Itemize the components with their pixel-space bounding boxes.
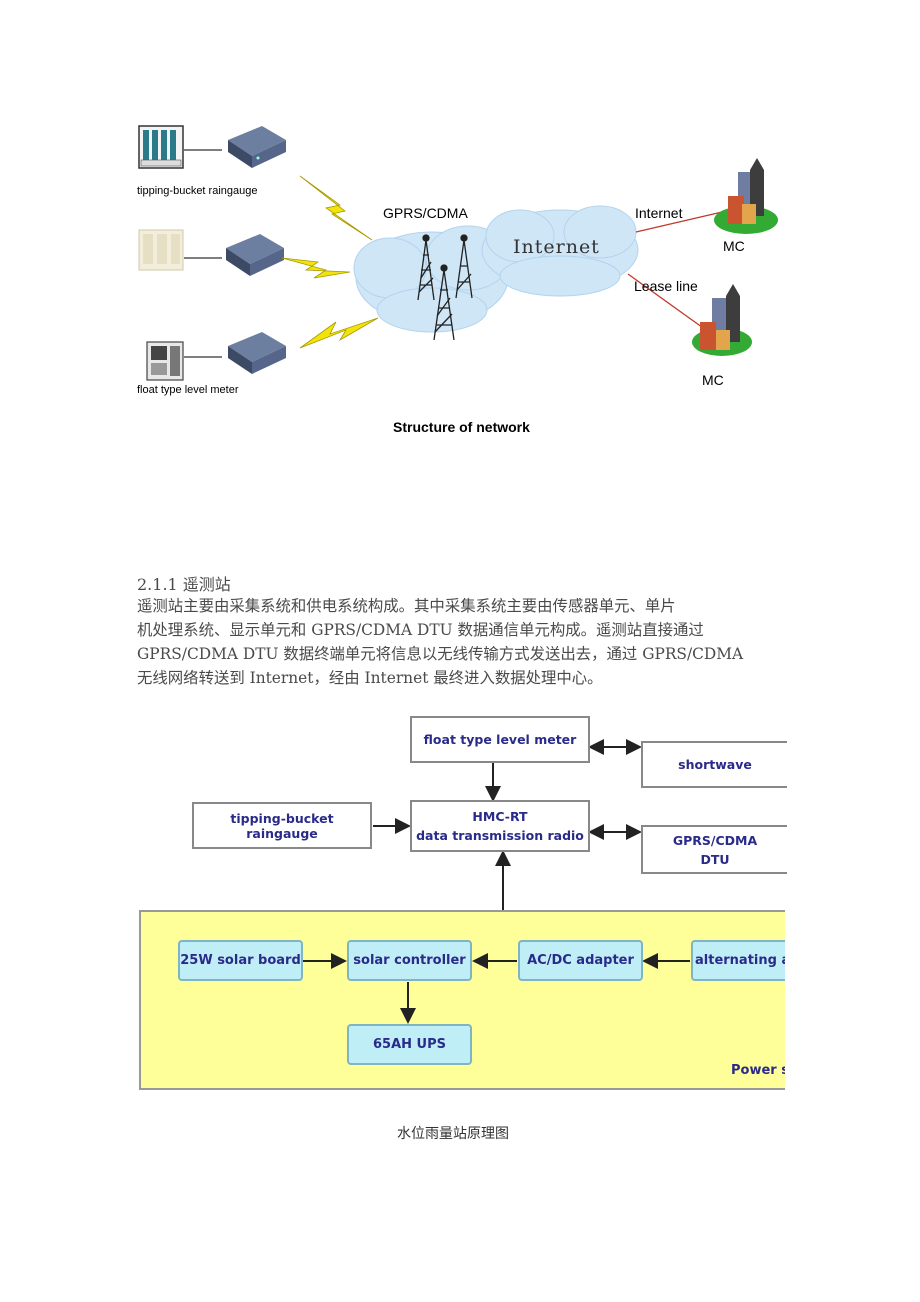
gprs-cdma-dtu-box: GPRS/CDMA DTU [641, 825, 787, 874]
hmc-rt-radio-box: HMC-RT data transmission radio [410, 800, 590, 852]
mc-label-bottom: MC [702, 372, 724, 388]
hmc-rt-title: HMC-RT [472, 809, 528, 824]
mc-building-icon [692, 284, 752, 356]
figure-caption: Structure of network [393, 419, 530, 435]
internet-link-label: Internet [635, 205, 683, 221]
raingauge-box: tipping-bucket raingauge [192, 802, 372, 849]
gprs-cloud-icon [353, 225, 511, 333]
paragraph-line: GPRS/CDMA DTU 数据终端单元将信息以无线传输方式发送出去，通过 GP… [137, 645, 744, 663]
solar-board-box: 25W solar board [178, 940, 303, 981]
raingauge-device-label: tipping-bucket raingauge [137, 185, 258, 197]
internet-cloud-label: Internet [513, 236, 600, 258]
station-diagram-arrows [303, 739, 690, 1024]
alternating-current-box: alternating ar [691, 940, 785, 981]
paragraph-line: 无线网络转送到 Internet，经由 Internet 最终进入数据处理中心。 [137, 669, 603, 687]
lease-line-label: Lease line [634, 278, 698, 294]
mc-building-icon [714, 158, 778, 234]
ac-dc-adapter-box: AC/DC adapter [518, 940, 643, 981]
paragraph-line: 遥测站主要由采集系统和供电系统构成。其中采集系统主要由传感器单元、单片 [137, 597, 676, 615]
modem-icon [226, 234, 284, 276]
solar-controller-box: solar controller [347, 940, 472, 981]
gprs-dtu-line2: DTU [700, 851, 730, 867]
section-heading: 2.1.1 遥测站 [137, 575, 231, 594]
lease-line-link [627, 273, 707, 331]
raingauge-logger-icon [138, 125, 184, 169]
sensor-cabinet-icon [138, 229, 184, 271]
mc-label-top: MC [723, 238, 745, 254]
paragraph-line: 机处理系统、显示单元和 GPRS/CDMA DTU 数据通信单元构成。遥测站直接… [137, 621, 704, 639]
power-supply-label: Power sy [731, 1063, 785, 1078]
station-diagram-caption: 水位雨量站原理图 [397, 1126, 509, 1142]
wireless-lightning-icon [281, 175, 379, 349]
shortwave-box: shortwave [641, 741, 787, 788]
internet-link-line [635, 211, 723, 233]
modem-icon [228, 126, 286, 168]
modem-icon [228, 332, 286, 374]
section-paragraph: 遥测站主要由采集系统和供电系统构成。其中采集系统主要由传感器单元、单片 机处理系… [137, 594, 797, 690]
float-level-meter-box: float type level meter [410, 716, 590, 763]
level-meter-device-label: float type level meter [137, 384, 239, 396]
cell-tower-icon [417, 234, 473, 341]
level-meter-icon [146, 341, 184, 381]
hmc-rt-subtitle: data transmission radio [416, 828, 584, 843]
internet-cloud-icon [481, 205, 639, 297]
ups-box: 65AH UPS [347, 1024, 472, 1065]
network-diagram-graphics [138, 125, 778, 381]
gprs-dtu-line1: GPRS/CDMA [672, 832, 758, 848]
gprs-cdma-label: GPRS/CDMA [383, 205, 468, 221]
